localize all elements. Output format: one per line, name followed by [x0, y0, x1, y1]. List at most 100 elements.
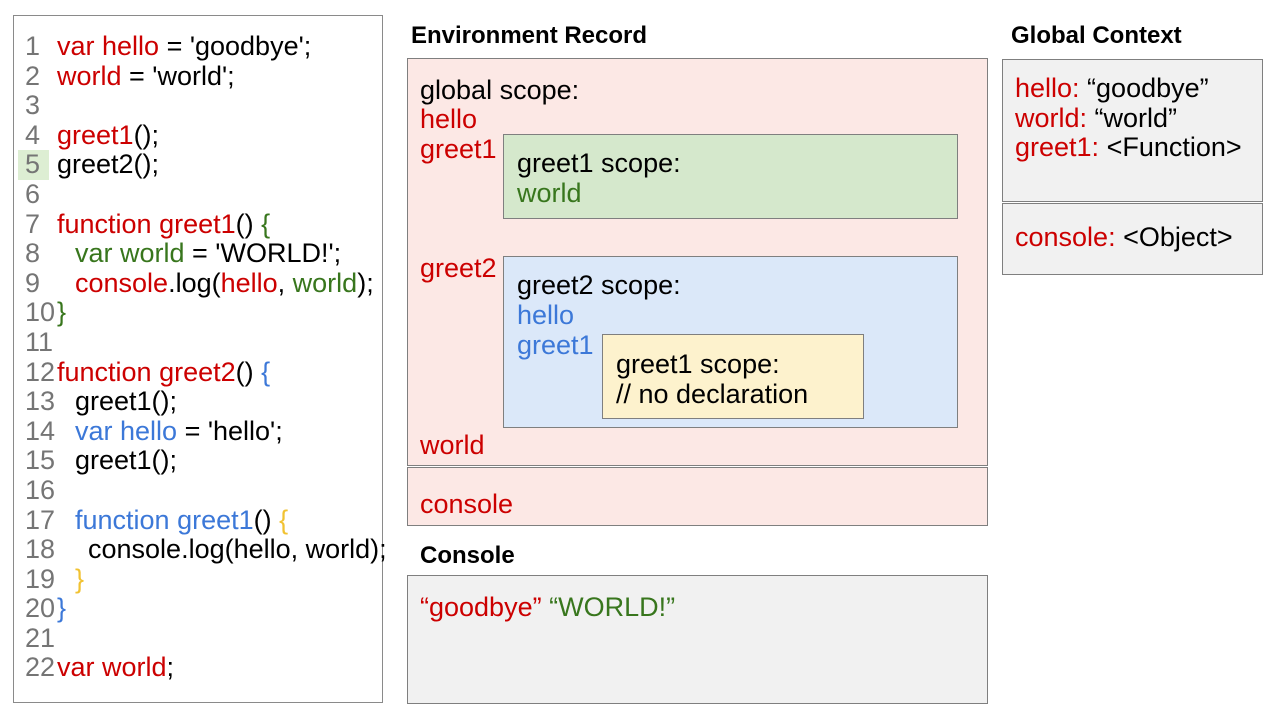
entry-label: world:: [1015, 102, 1088, 133]
line-number: 14: [25, 415, 56, 446]
line-number-highlighted: 5: [18, 150, 49, 180]
entry-value: <Function>: [1099, 132, 1242, 163]
global-context-entry: greet1: <Function>: [1015, 132, 1262, 163]
code-line: 22var world;: [14, 653, 382, 683]
entry-value: “goodbye”: [1079, 73, 1209, 103]
code-text: greet1();: [57, 386, 178, 417]
code-token: console.log(hello, world);: [88, 534, 387, 565]
code-token: ,: [277, 267, 293, 298]
entry-label: greet1:: [1015, 132, 1100, 163]
code-token: world: [292, 267, 358, 298]
code-text: }: [57, 298, 66, 328]
code-line: 12function greet2() {: [14, 356, 382, 388]
global-context-entry: world: “world”: [1015, 102, 1262, 134]
global-var-world: world: [420, 430, 485, 460]
line-number: 16: [25, 474, 56, 505]
line-number: 3: [25, 90, 41, 121]
code-text: function greet1() {: [57, 208, 270, 240]
code-token: “goodbye”: [420, 592, 542, 622]
code-line: 16: [14, 474, 382, 506]
code-line: 10}: [14, 298, 382, 328]
line-number: 12: [25, 356, 56, 387]
code-line: 11: [14, 326, 382, 358]
code-token: (): [235, 208, 262, 239]
inner-greet1-scope-label: greet1 scope:: [616, 349, 780, 379]
code-line: 14 var hello = 'hello';: [14, 415, 382, 447]
code-line: 20}: [14, 593, 382, 624]
code-token: .log(: [168, 267, 221, 298]
code-line: 18 console.log(hello, world);: [14, 534, 387, 565]
code-token: = 'hello';: [177, 415, 283, 446]
code-line: 13 greet1();: [14, 386, 382, 417]
code-line: 3: [14, 91, 382, 121]
line-number: 20: [25, 593, 56, 624]
code-text: greet1();: [57, 119, 159, 151]
code-token: world: [57, 60, 122, 91]
code-text: var world = 'WORLD!';: [57, 238, 342, 269]
code-token: = 'goodbye';: [159, 31, 312, 61]
line-number: 22: [25, 652, 56, 683]
line-number: 6: [25, 178, 41, 209]
line-number: 9: [25, 267, 41, 298]
line-number: 2: [25, 60, 41, 91]
code-token: console: [75, 267, 169, 298]
code-line: 6: [14, 178, 382, 210]
code-token: “WORLD!”: [549, 592, 676, 622]
line-number: 11: [25, 326, 54, 357]
greet2-scope-box: greet2 scope: hello greet1 greet1 scope:…: [503, 256, 958, 428]
code-line: 9 console.log(hello, world);: [14, 267, 382, 299]
code-text: console.log(hello, world);: [57, 267, 374, 299]
code-line: 4 greet1();: [14, 119, 382, 151]
console-output-line: “goodbye” “WORLD!”: [420, 592, 676, 623]
code-token: = 'world';: [121, 60, 235, 91]
code-token: ;: [166, 652, 175, 683]
line-number: 21: [25, 622, 56, 653]
line-number: 18: [25, 534, 56, 565]
greet1-scope-label: greet1 scope:: [517, 148, 681, 178]
global-var-console: console: [420, 489, 514, 519]
console-record-box: console: [407, 467, 988, 526]
code-token: {: [261, 356, 271, 387]
greet2-var-greet1: greet1: [517, 330, 594, 360]
line-number: 1: [25, 31, 41, 61]
inner-greet1-scope-box: greet1 scope: // no declaration: [602, 334, 864, 419]
greet1-var-world: world: [517, 178, 582, 208]
code-token: );: [357, 267, 374, 298]
global-context-main-box: hello: “goodbye”world: “world”greet1: <F…: [1002, 59, 1263, 202]
greet1-scope-box: greet1 scope: world: [503, 134, 958, 219]
environment-record-title: Environment Record: [411, 22, 648, 49]
greet2-scope-label: greet2 scope:: [517, 270, 681, 300]
line-number: 15: [25, 445, 56, 476]
global-context-console-entries: console: <Object>: [1015, 222, 1262, 253]
code-token: greet1();: [75, 445, 178, 476]
code-token: greet2();: [57, 149, 160, 180]
code-text: function greet1() {: [57, 504, 289, 536]
global-context-main-entries: hello: “goodbye”world: “world”greet1: <F…: [1015, 73, 1262, 163]
line-number: 19: [25, 563, 56, 594]
code-line: 15 greet1();: [14, 446, 382, 476]
code-token: [542, 592, 550, 622]
global-scope-box: global scope: hello greet1 greet2 world …: [407, 58, 988, 466]
global-scope-label: global scope:: [420, 75, 580, 105]
global-context-entry: hello: “goodbye”: [1015, 73, 1262, 104]
code-token: (): [253, 504, 280, 535]
code-token: var world: [57, 652, 167, 683]
console-title: Console: [420, 542, 515, 569]
line-number: 13: [25, 386, 56, 417]
code-token: greet1();: [75, 386, 178, 417]
global-var-greet1: greet1: [420, 134, 497, 164]
global-var-greet2: greet2: [420, 253, 497, 283]
code-text: }: [57, 593, 67, 624]
code-text: greet2();: [57, 150, 159, 180]
code-token: greet1: [57, 119, 134, 150]
code-token: }: [57, 593, 67, 624]
code-token: {: [279, 504, 289, 535]
code-token: = 'WORLD!';: [184, 238, 342, 269]
entry-label: console:: [1015, 222, 1116, 252]
code-token: function greet1: [75, 504, 254, 535]
code-token: var hello: [75, 415, 178, 446]
global-context-console-box: console: <Object>: [1002, 203, 1263, 275]
line-number: 4: [25, 119, 41, 150]
